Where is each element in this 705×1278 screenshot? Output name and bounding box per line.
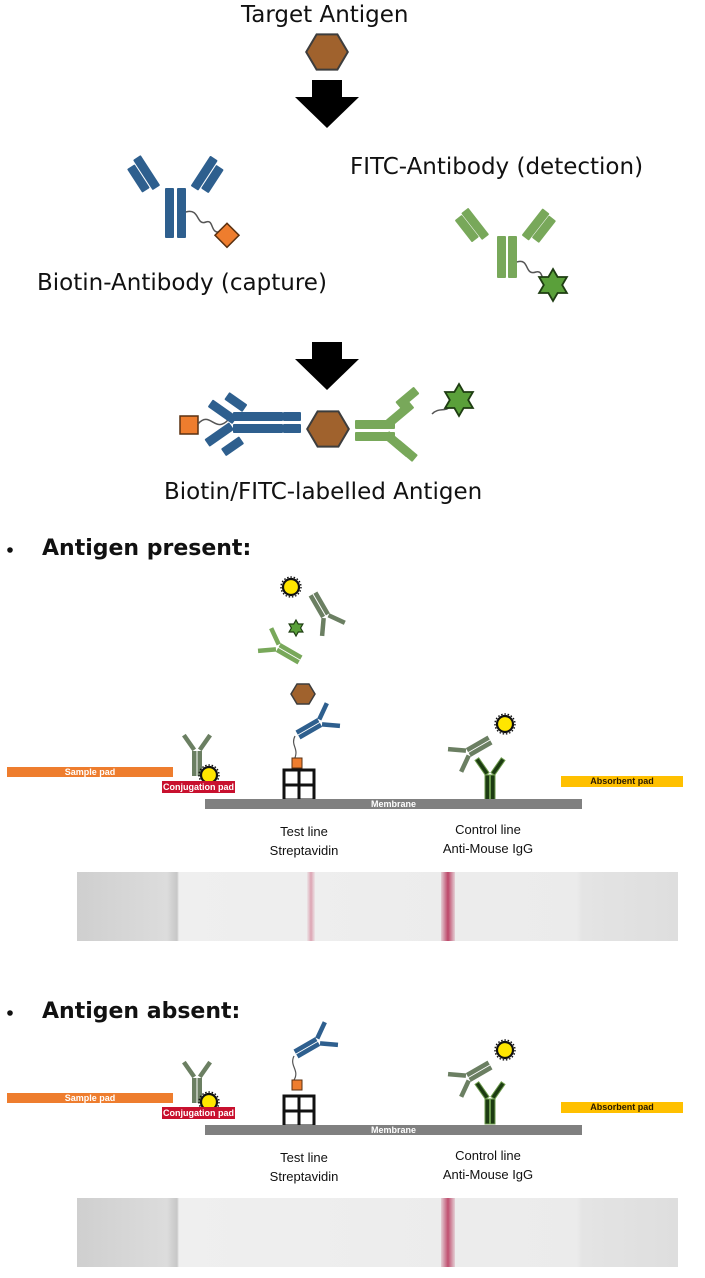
absorbent-pad-present	[561, 776, 683, 787]
test-line-reagent-absent: Streptavidin	[269, 1169, 339, 1184]
antigen-present-heading: Antigen present:	[42, 536, 252, 561]
antigen-hexagon-top	[305, 33, 349, 71]
test-line-label: Test line Streptavidin	[244, 822, 364, 860]
bullet-present	[7, 547, 13, 553]
absorbent-pad-absent	[561, 1102, 683, 1113]
absorbent-pad-label: Absorbent pad	[590, 776, 654, 786]
bullet-absent	[7, 1010, 13, 1016]
sample-pad-present	[7, 767, 173, 777]
test-line-title-absent: Test line	[280, 1150, 328, 1165]
present-stack	[255, 575, 348, 802]
fitc-antibody-icon	[455, 208, 568, 302]
conjugation-pad-absent	[162, 1107, 235, 1119]
conjugation-pad-present	[162, 781, 235, 793]
control-line-title-absent: Control line	[455, 1148, 521, 1163]
complex-label: Biotin/FITC-labelled Antigen	[164, 479, 483, 505]
test-line-title: Test line	[280, 824, 328, 839]
test-strip-present	[77, 872, 678, 941]
control-antibody-absent	[445, 1038, 517, 1125]
conjugation-pad-label: Conjugation pad	[163, 782, 234, 792]
down-arrow-1	[295, 80, 359, 128]
membrane-present	[205, 799, 582, 809]
conjugate-antibody-absent	[182, 1060, 221, 1114]
membrane-absent	[205, 1125, 582, 1135]
membrane-label-absent: Membrane	[370, 1125, 416, 1135]
control-line-title: Control line	[455, 822, 521, 837]
sample-pad-label-absent: Sample pad	[64, 1093, 116, 1103]
free-capture-antibody-absent	[282, 1019, 341, 1128]
test-strip-absent	[77, 1198, 678, 1267]
labelled-complex-icon	[179, 383, 474, 462]
control-antibody-present	[445, 712, 517, 801]
biotin-square	[213, 222, 241, 249]
fitc-antibody-label: FITC-Antibody (detection)	[350, 154, 644, 180]
control-line-reagent-absent: Anti-Mouse IgG	[442, 1167, 534, 1182]
target-antigen-label: Target Antigen	[241, 2, 409, 28]
sample-pad-absent	[7, 1093, 173, 1103]
antigen-absent-heading: Antigen absent:	[42, 999, 241, 1024]
conjugation-pad-label-absent: Conjugation pad	[163, 1108, 234, 1118]
control-line-reagent: Anti-Mouse IgG	[442, 841, 534, 856]
sample-pad-label: Sample pad	[64, 767, 116, 777]
conjugate-antibody-present	[182, 733, 221, 787]
control-line-label-absent: Control line Anti-Mouse IgG	[428, 1146, 548, 1184]
biotin-antibody-icon	[127, 155, 241, 249]
control-band-absent	[441, 1198, 455, 1267]
biotin-antibody-label: Biotin-Antibody (capture)	[37, 270, 327, 296]
control-line-label: Control line Anti-Mouse IgG	[428, 820, 548, 858]
absorbent-pad-label-absent: Absorbent pad	[590, 1102, 654, 1112]
test-line-reagent: Streptavidin	[269, 843, 339, 858]
test-line-label-absent: Test line Streptavidin	[244, 1148, 364, 1186]
test-band-present	[307, 872, 315, 941]
down-arrow-2	[295, 342, 359, 390]
control-band-present	[441, 872, 455, 941]
membrane-label: Membrane	[370, 799, 416, 809]
